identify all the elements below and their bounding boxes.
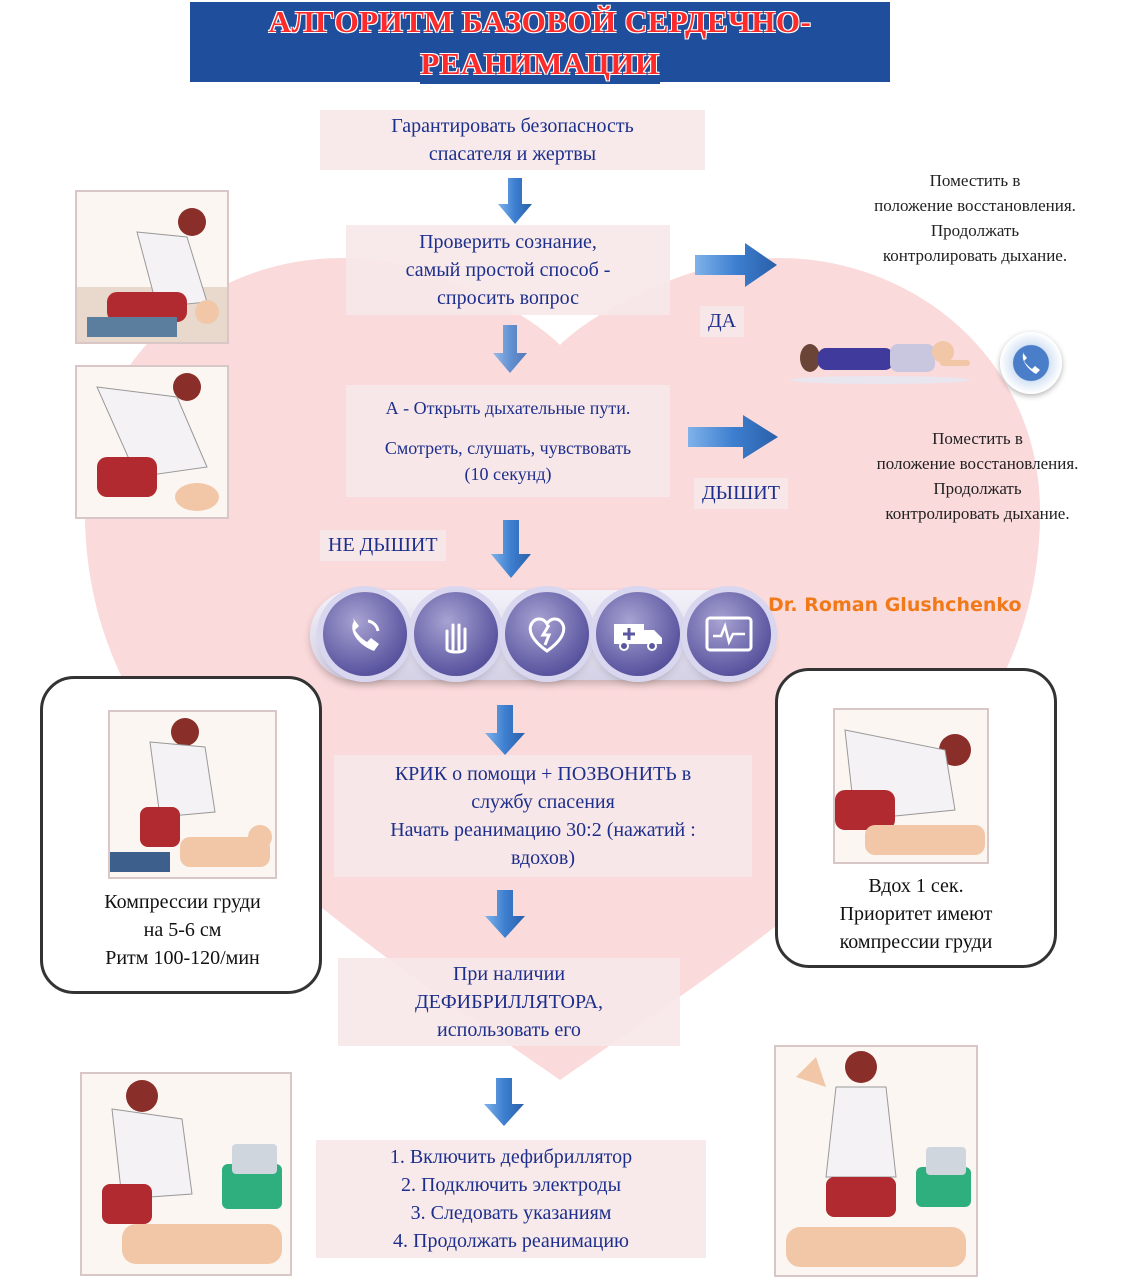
step-open-airway: А - Открыть дыхательные пути. Смотреть, … [346,385,670,497]
phone-icon [323,592,407,676]
note-line: положение восстановления. [874,196,1076,215]
step-defib-line: использовать его [437,1019,581,1041]
step-defibrillator: При наличии ДЕФИБРИЛЛЯТОРА, использовать… [338,958,680,1046]
heart-bolt-icon [505,592,589,676]
instruction-line: 4. Продолжать реанимацию [393,1230,629,1252]
signature: Dr. Roman Glushchenko [768,594,1022,616]
step-defib-instructions: 1. Включить дефибриллятор 2. Подключить … [316,1140,706,1258]
step-safety-line: Гарантировать безопасность [391,115,634,137]
ambulance-icon [596,592,680,676]
step-consciousness-line: самый простой способ - [405,259,611,281]
arrow-right-breathing [688,415,778,459]
arrow-right-yes [695,243,777,287]
instruction-line: 3. Следовать указаниям [410,1202,612,1224]
step-safety-line: спасателя и жертвы [428,143,597,165]
note-line: контролировать дыхание. [882,246,1068,265]
instruction-line: 2. Подключить электроды [400,1174,622,1196]
note-line: Поместить в [932,429,1023,448]
step-call-line: вдохов) [511,847,575,869]
label-breathing: ДЫШИТ [694,478,788,509]
step-airway-line: А - Открыть дыхательные пути. [385,398,631,418]
note-line: Продолжать [933,479,1022,498]
arrow-down-4 [485,705,525,755]
note-line: Продолжать [930,221,1020,240]
arrow-down-6 [484,1078,524,1126]
label-yes: ДА [700,306,745,337]
caption-line: Вдох 1 сек. [868,875,964,897]
illustration-open-airway [75,365,229,519]
illustration-check-consciousness [75,190,229,344]
arrow-down-5 [485,890,525,938]
note-recovery-1: Поместить в положение восстановления. Пр… [830,168,1120,268]
step-call-line: службу спасения [471,791,615,813]
arrow-down-1 [498,178,532,224]
illustration-defibrillator-right [774,1045,978,1277]
card-left-caption: Компрессии груди на 5-6 см Ритм 100-120/… [50,888,315,972]
note-line: контролировать дыхание. [885,504,1070,523]
note-line: Поместить в [929,171,1021,190]
note-line: положение восстановления. [876,454,1079,473]
phone-icon [1000,332,1062,394]
step-consciousness-line: спросить вопрос [437,287,579,309]
step-call-line: Начать реанимацию 30:2 (нажатий : [390,819,696,841]
step-defib-line: При наличии [452,963,566,985]
caption-line: Приоритет имеют [839,903,993,925]
step-check-consciousness: Проверить сознание, самый простой способ… [346,225,670,315]
caption-line: на 5-6 см [143,919,222,941]
instruction-line: 1. Включить дефибриллятор [389,1146,633,1168]
illustration-chest-compressions [108,710,277,879]
step-safety: Гарантировать безопасность спасателя и ж… [320,110,705,170]
arrow-down-3 [491,520,531,578]
illustration-rescue-breath [833,708,989,864]
step-defib-line: ДЕФИБРИЛЛЯТОРА, [414,991,604,1013]
note-recovery-2: Поместить в положение восстановления. Пр… [835,426,1120,526]
illustration-defibrillator-left [80,1072,292,1276]
label-not-breathing: НЕ ДЫШИТ [320,530,446,561]
step-consciousness-line: Проверить сознание, [419,231,597,253]
step-airway-line: (10 секунд) [464,464,552,484]
caption-line: компрессии груди [839,931,993,953]
step-call-help: КРИК о помощи + ПОЗВОНИТЬ в службу спасе… [334,755,752,877]
hand-icon [414,592,498,676]
recovery-position-illustration [790,341,970,384]
card-right-caption: Вдох 1 сек. Приоритет имеют компрессии г… [785,872,1047,956]
step-airway-line: Смотреть, слушать, чувствовать [384,438,632,458]
caption-line: Компрессии груди [104,891,261,913]
monitor-icon [687,592,771,676]
arrow-down-2 [493,325,527,373]
title-line-2: РЕАНИМАЦИИ [420,44,660,84]
caption-line: Ритм 100-120/мин [105,947,260,969]
step-call-line: КРИК о помощи + ПОЗВОНИТЬ в [394,763,692,785]
